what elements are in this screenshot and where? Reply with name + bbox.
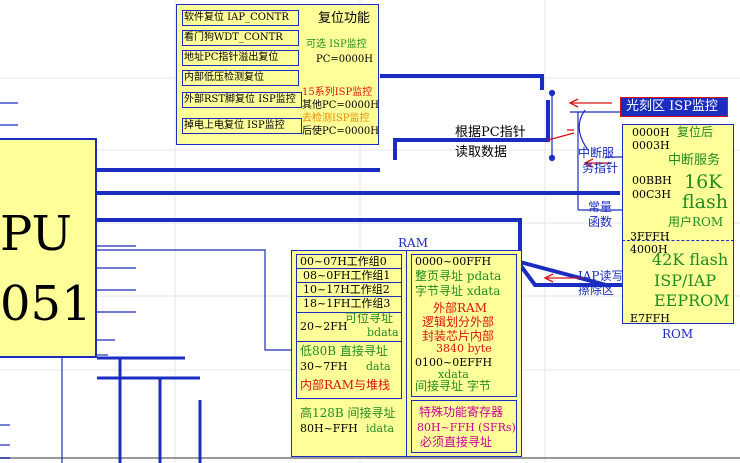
const-label-1: 常量 [588,200,613,214]
ram-caption: RAM [398,236,428,250]
reset-item-box [182,92,302,108]
rom-16k: 16K [684,171,723,193]
cpu-label-line1: PU [0,206,72,262]
after-pc-label: 后使PC=0000H [302,126,379,137]
ram-bank-line [296,282,402,283]
rom-addr-0003: 0003H [632,139,670,152]
xram-external-ram: 外部RAM [433,301,487,315]
xram-byte-addressing: 字节寻址 xdata [415,284,501,298]
cpu-block [0,138,97,358]
rom-eeprom: EEPROM [654,291,730,310]
const-label-2: 函数 [588,215,613,229]
ram-idata: idata [366,422,395,435]
rom-addr-3fff: 3FFFH [630,230,670,243]
rom-addr-e7ff: E7FFH [630,312,670,325]
ram-bank2: 10~17H工作组2 [303,283,390,296]
reset-item-pc-overflow: 地址PC指针溢出复位 [184,52,279,63]
rom-block [622,124,734,324]
isp-banner [620,97,728,117]
xram-logic-2: 封装芯片内部 [422,329,495,343]
ram-bit-range: 20~2FH [300,320,348,333]
ram-bank3: 18~1FH工作组3 [303,297,391,310]
rom-caption: ROM [662,327,694,341]
ram-bdata: bdata [367,326,399,339]
ram-low-range: 30~7FH [300,360,348,373]
rom-addr-4000: 4000H [630,243,668,256]
rom-addr-00bb: 00BBH [632,174,672,187]
read-data-label: 读取数据 [455,145,508,160]
ram-high-range: 80H~FFH [300,422,358,435]
ram-sfr-region [411,400,517,453]
cpu-label-line2: 051 [0,276,92,332]
ram-high128: 高128B 间接寻址 [300,406,396,420]
ram-bank1: 08~0FH工作组1 [303,269,391,282]
optional-isp-label: 可选 ISP监控 [306,39,367,50]
sfr-range: 80H~FFH (SFRs) [417,421,516,434]
sfr-direct: 必须直接寻址 [420,435,493,449]
ram-divider [406,250,407,457]
xram-logic-1: 逻辑划分外部 [422,315,495,329]
isp-banner-label: 光刻区 ISP监控 [626,99,718,114]
xram-range: 0000~00FFH [415,255,492,268]
sfr-title: 特殊功能寄存器 [419,405,504,419]
reset-item-software: 软件复位 IAP_CONTR [184,12,289,23]
ram-bit-addressable: 可位寻址 [345,311,394,325]
rom-addr-0000: 0000H [632,126,670,139]
reset-item-box [182,30,299,46]
rom-isp-iap: ISP/IAP [654,271,717,290]
reset-item-external-rst: 外部RST脚复位 ISP监控 [184,94,296,105]
rom-reset-after: 复位后 [677,125,714,139]
other-pc-label: 其他PC=0000H [302,100,379,111]
xram-page-addressing: 整页寻址 pdata [415,269,502,283]
pc-read-label: 根据PC指针 [455,125,526,140]
rom-divider [622,240,734,241]
iap-rw-label-2: 擦除区 [578,283,615,297]
reset-panel [176,4,379,145]
ram-region-line [296,341,402,342]
detect-isp-label: 去检测ISP监控 [302,113,370,124]
rom-42k-flash: 42K flash [652,250,729,269]
xram-3840-bytes: 3840 byte [436,342,492,355]
xram-range-2: 0100~0EFFH [415,356,493,369]
ram-bank-region [296,254,402,313]
ram-internal-stack: 内部RAM与堆栈 [300,378,390,392]
ram-bank0: 00~07H工作组0 [300,255,387,268]
ram-data: data [366,360,391,373]
rom-addr-00c3: 00C3H [632,188,672,201]
reset-item-box [182,50,299,66]
iap-rw-label-1: IAP读写 [578,269,624,283]
reset-item-box [182,10,299,26]
ram-bank-line [296,268,402,269]
xram-xdata: xdata [438,368,469,381]
ram-bank-line [296,296,402,297]
pc-zero-label: PC=0000H [316,54,373,65]
ram-low128: 低80B 直接寻址 [300,344,388,358]
interrupt-vector-label-1: 中断服 [578,146,615,160]
ram-xram-region [411,254,517,397]
series15-isp-label: 15系列ISP监控 [302,87,373,98]
rom-flash: flash [682,191,728,213]
xram-indirect-byte: 间接寻址 字节 [415,379,491,393]
interrupt-vector-label-2: 务指针 [582,161,619,175]
reset-panel-title: 复位功能 [318,11,371,26]
reset-item-low-voltage: 内部低压检测复位 [184,72,264,83]
reset-item-power-on: 掉电上电复位 ISP监控 [184,120,285,131]
rom-user-rom: 用户ROM [668,215,724,229]
reset-item-box [182,70,299,86]
reset-item-box [182,118,302,134]
reset-item-watchdog: 看门狗WDT_CONTR [184,32,283,43]
rom-interrupt-service: 中断服务 [668,153,721,168]
